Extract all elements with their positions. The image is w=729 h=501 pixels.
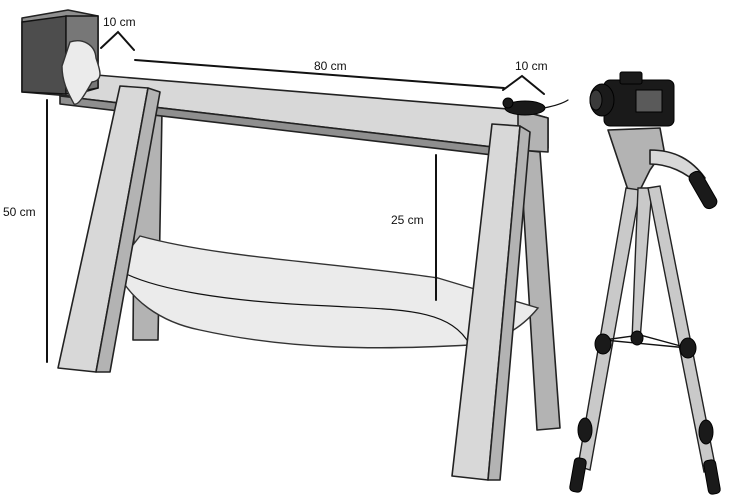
dim-top-right-width [502, 74, 545, 95]
tripod [569, 127, 721, 495]
mouse [502, 97, 569, 116]
box-curtain [61, 40, 101, 105]
dim-top-left-width [100, 30, 135, 51]
label-total-height: 50 cm [3, 205, 36, 219]
sawhorse-right-front-leg [451, 123, 531, 481]
sawhorse-left-front-leg [57, 85, 161, 373]
dim-beam-length [134, 59, 505, 89]
label-top-right-width: 10 cm [515, 59, 548, 73]
sawhorse-right-back-leg [519, 149, 561, 431]
label-top-left-width: 10 cm [103, 15, 136, 29]
camera [589, 71, 675, 127]
label-beam-length: 80 cm [314, 59, 347, 73]
label-hammock-depth: 25 cm [391, 213, 424, 227]
